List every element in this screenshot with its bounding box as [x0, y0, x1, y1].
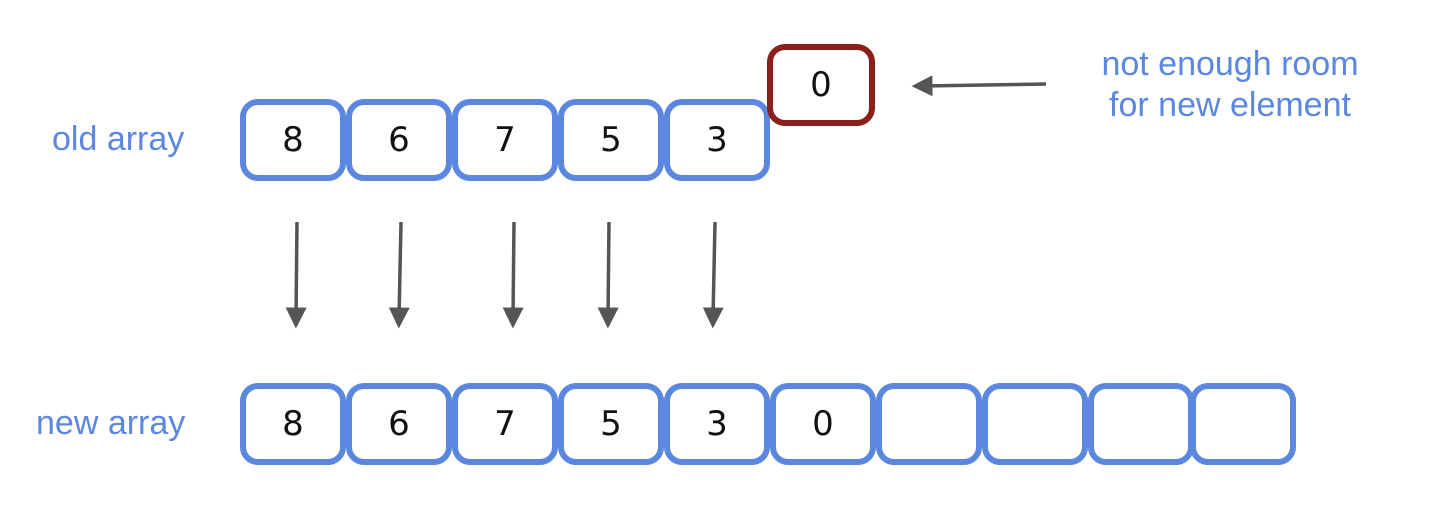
- old-array-cell: 6: [346, 99, 452, 181]
- new-array-cell: 8: [240, 383, 346, 465]
- old-array-cell: 7: [452, 99, 558, 181]
- new-array-cell-empty: [1190, 383, 1296, 465]
- new-array-cell-empty: [1088, 383, 1194, 465]
- new-array-cell: 7: [452, 383, 558, 465]
- new-array-cell: 5: [558, 383, 664, 465]
- annotation-line-1: not enough room: [1101, 45, 1359, 83]
- annotation-line-2: for new element: [1109, 86, 1351, 124]
- new-array-cell: 6: [346, 383, 452, 465]
- new-array-cell: 3: [664, 383, 770, 465]
- copy-arrow: [285, 221, 307, 329]
- new-array-cell-empty: [876, 383, 982, 465]
- annotation-arrow: [911, 75, 1047, 97]
- new-array-cell-empty: [982, 383, 1088, 465]
- old-array-cell: 3: [664, 99, 770, 181]
- copy-arrow: [388, 221, 410, 329]
- new-element-box: 0: [767, 44, 875, 126]
- copy-arrow: [702, 221, 724, 329]
- new-array-cell: 0: [770, 383, 876, 465]
- old-array-label: old array: [52, 120, 185, 158]
- copy-arrow: [502, 221, 524, 329]
- copy-arrow: [597, 221, 619, 329]
- new-array-label: new array: [36, 404, 186, 442]
- old-array-cell: 5: [558, 99, 664, 181]
- annotation-note: not enough room for new element: [1100, 44, 1360, 126]
- old-array-cell: 8: [240, 99, 346, 181]
